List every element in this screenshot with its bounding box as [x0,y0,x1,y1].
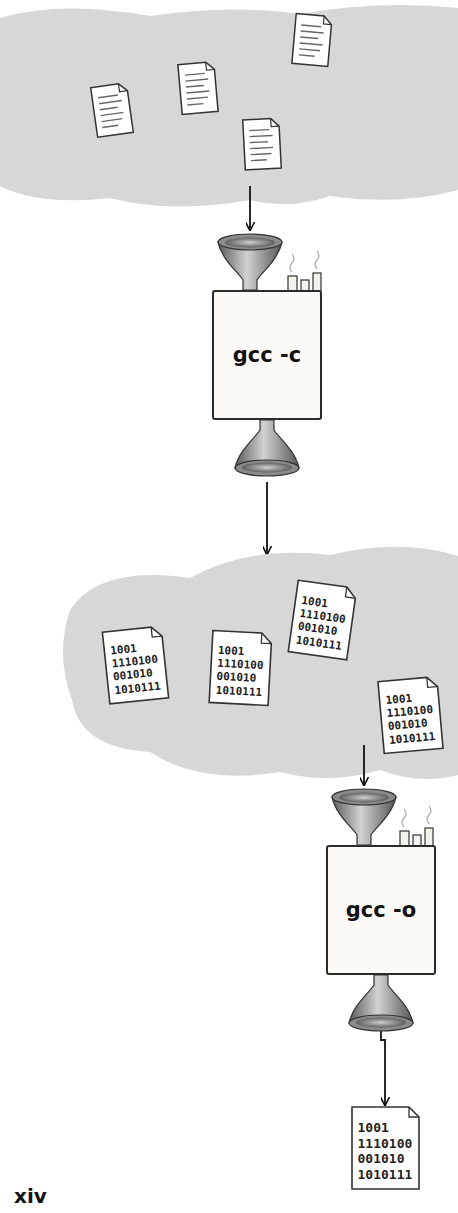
page-fold [345,587,356,598]
intake-funnel [332,789,396,845]
object-file: 1001 1110100 001010 1010111 [287,579,358,661]
page-number: xiv [14,1184,47,1208]
chimney [288,276,297,291]
object-file: 1001 1110100 001010 1010111 [351,1106,420,1190]
command-text: gcc -o [346,898,416,922]
source-file [91,83,134,138]
source-file [178,62,218,115]
file-page [377,677,442,754]
object-file: 1001 1110100 001010 1010111 [208,629,273,706]
command-text: gcc -c [233,343,301,367]
chimney [425,828,433,846]
file-page [288,580,356,660]
flow-arrow [363,745,365,785]
file-page [352,1107,419,1189]
file-page [102,626,168,704]
outlet-funnel [235,420,299,476]
page-fold [426,677,437,688]
object-file: 1001 1110100 001010 1010111 [376,675,443,754]
binary-digits: 1001 1110100 001010 1010111 [109,640,161,697]
object-cloud [63,547,458,779]
binary-digits: 1001 1110100 001010 1010111 [385,690,436,747]
flow-arrow [266,482,268,554]
compiler-machine: gcc -o [326,845,436,975]
flow-arrow [249,186,251,230]
binary-digits: 1001 1110100 001010 1010111 [215,644,264,699]
outlet-funnel [349,975,413,1031]
file-page [209,631,272,706]
steam [402,806,431,827]
binary-digits: 1001 1110100 001010 1010111 [295,594,348,653]
chimney [313,273,321,291]
page-fold [151,626,162,637]
chimney [400,831,409,846]
object-file: 1001 1110100 001010 1010111 [101,625,169,705]
source-file [292,14,332,67]
intake-funnel [218,234,282,290]
compiler-machine: gcc -c [212,290,322,420]
page-fold [261,633,272,644]
chimneys [400,806,433,846]
steam [290,251,319,272]
chimneys [288,251,321,291]
source-cloud [0,5,458,206]
source-file [243,118,282,170]
page-fold [409,1107,419,1117]
binary-digits: 1001 1110100 001010 1010111 [358,1120,413,1182]
